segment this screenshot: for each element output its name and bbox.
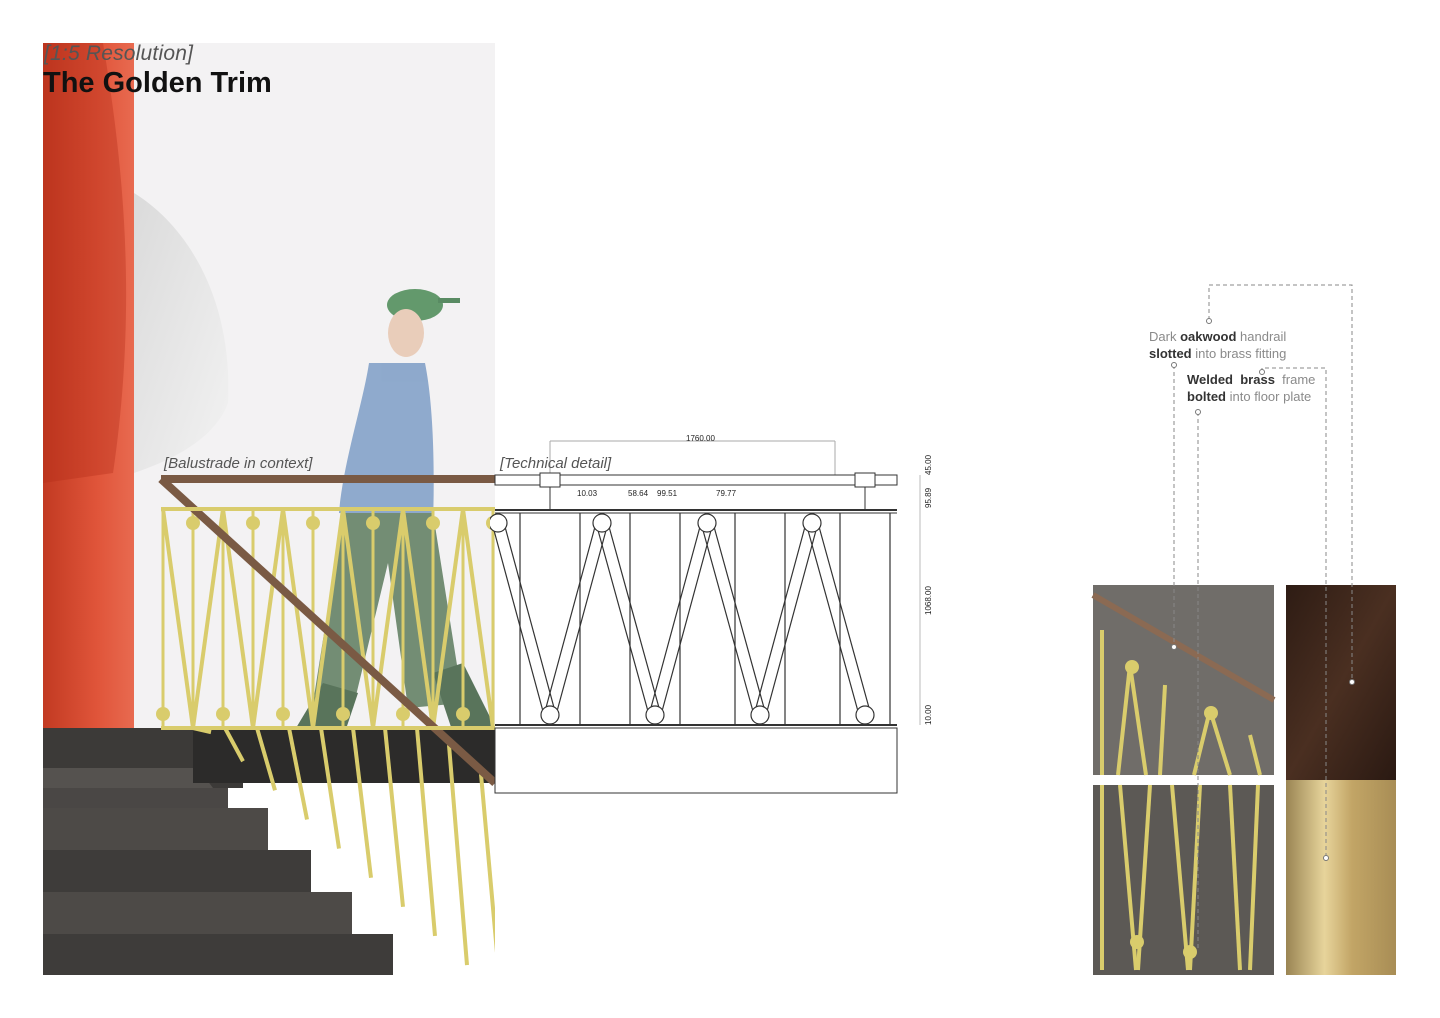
tech-loop-ring xyxy=(490,513,508,533)
context-baluster xyxy=(221,508,255,729)
tech-baluster xyxy=(712,522,767,716)
tech-loop-ring xyxy=(697,513,717,533)
caption-context: [Balustrade in context] xyxy=(164,455,313,472)
tech-baluster xyxy=(555,522,609,716)
context-stair-baluster xyxy=(319,727,341,849)
dim-d2: 58.64 xyxy=(628,489,649,498)
red-drape xyxy=(43,43,134,733)
brass-swatch xyxy=(1286,780,1396,975)
context-baluster xyxy=(401,508,435,729)
context-stair-baluster xyxy=(287,727,309,820)
white-cloth xyxy=(134,193,229,473)
tech-loop-ring xyxy=(645,705,665,725)
tech-baluster xyxy=(648,522,702,716)
dim-overall-width: 1760.00 xyxy=(686,434,715,443)
tech-loop-ring xyxy=(750,705,770,725)
tech-baluster xyxy=(817,522,872,716)
tech-baluster xyxy=(700,522,755,716)
context-baluster xyxy=(251,508,285,729)
resolution-label: [1:5 Resolution] xyxy=(44,42,194,65)
material-samples xyxy=(1091,284,1396,975)
tech-loop-ring xyxy=(855,705,875,725)
tech-baluster xyxy=(503,522,557,716)
page-title: The Golden Trim xyxy=(43,67,272,99)
dim-d4: 79.77 xyxy=(716,489,737,498)
context-ring xyxy=(426,516,440,530)
dim-d1: 10.03 xyxy=(577,489,598,498)
brass-balusters xyxy=(156,508,501,976)
dim-top-gap: 95.89 xyxy=(924,487,933,508)
context-baluster xyxy=(431,508,465,729)
tech-baluster xyxy=(753,522,807,716)
tech-loop-ring xyxy=(540,705,560,725)
caption-technical: [Technical detail] xyxy=(500,455,612,472)
technical-drawing: 1760.00 10.03 58.64 99.51 79.77 45.00 95… xyxy=(490,434,933,794)
context-ring xyxy=(366,516,380,530)
context-baluster xyxy=(371,508,405,729)
note-handrail: Dark oakwood handrail slotted into brass… xyxy=(1149,329,1287,361)
dim-infill-height: 1068.00 xyxy=(924,586,933,615)
context-baluster xyxy=(311,508,345,729)
oak-handrail-stair xyxy=(158,476,498,786)
context-stair-baluster xyxy=(415,727,437,937)
context-ring xyxy=(246,516,260,530)
dim-rail-height: 45.00 xyxy=(924,454,933,475)
tech-baluster xyxy=(805,522,860,716)
tech-baluster xyxy=(607,522,662,716)
note-frame: Welded brass frame bolted into floor pla… xyxy=(1187,372,1316,404)
dark-oak-swatch xyxy=(1286,585,1396,780)
context-ring xyxy=(336,707,350,721)
context-collage xyxy=(43,43,501,976)
context-ring xyxy=(186,516,200,530)
context-baluster xyxy=(461,508,495,729)
context-ring xyxy=(156,707,170,721)
detail-photo-frame xyxy=(1093,784,1274,975)
tech-baluster xyxy=(765,522,819,716)
context-ring xyxy=(396,707,410,721)
tech-baluster xyxy=(543,522,597,716)
tech-baluster xyxy=(491,522,545,716)
context-ring xyxy=(456,707,470,721)
detail-photo-handrail xyxy=(1091,585,1276,776)
context-ring xyxy=(216,707,230,721)
context-stair-baluster xyxy=(447,744,469,966)
tech-loop-ring xyxy=(802,513,822,533)
context-baluster xyxy=(191,508,225,729)
context-ring xyxy=(306,516,320,530)
context-baluster xyxy=(281,508,315,729)
tech-baluster xyxy=(595,522,650,716)
context-ring xyxy=(276,707,290,721)
context-baluster xyxy=(341,508,375,729)
tech-loop-ring xyxy=(592,513,612,533)
dim-d3: 99.51 xyxy=(657,489,678,498)
context-stair-baluster xyxy=(223,727,245,763)
tech-baluster xyxy=(660,522,714,716)
dim-base-gap: 10.00 xyxy=(924,704,933,725)
context-baluster xyxy=(161,508,195,729)
context-stair-baluster xyxy=(383,727,405,908)
context-stair-baluster xyxy=(351,727,373,878)
context-stair-baluster xyxy=(255,727,277,791)
balustrade-context-render xyxy=(43,43,501,976)
